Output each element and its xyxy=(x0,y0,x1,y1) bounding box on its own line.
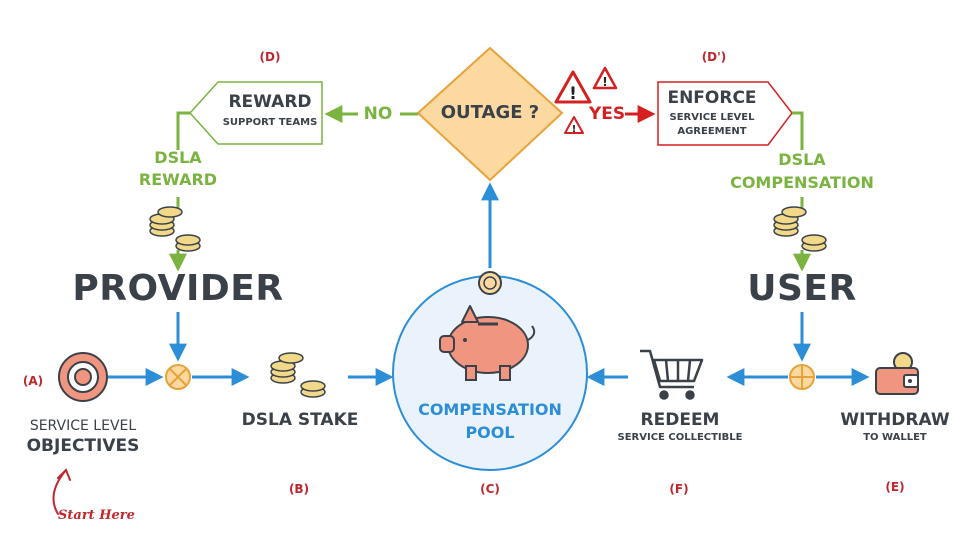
yes-label: YES xyxy=(588,104,626,124)
warning-icon: ! xyxy=(564,116,584,135)
coins-icon xyxy=(149,206,201,252)
reward-line xyxy=(176,111,190,150)
enforce-title: ENFORCE xyxy=(667,88,757,108)
dsla-reward-line1: DSLA xyxy=(154,148,202,167)
outage-diamond xyxy=(416,46,564,182)
stake-label: DSLA STAKE xyxy=(241,410,359,430)
tag-f: (F) xyxy=(669,482,689,496)
pool-line2: POOL xyxy=(465,423,515,442)
dsla-reward-line2: REWARD xyxy=(138,170,218,189)
coin-slot-icon xyxy=(478,271,502,295)
enforce-line1: SERVICE LEVEL xyxy=(669,112,755,123)
wallet-icon xyxy=(875,352,919,395)
svg-text:!: ! xyxy=(602,75,607,89)
enforce-line2: AGREEMENT xyxy=(677,126,747,137)
dsla-compensation-line2: COMPENSATION xyxy=(730,173,874,192)
warning-icon: ! xyxy=(592,66,618,90)
provider-label: PROVIDER xyxy=(72,268,284,309)
user-label: USER xyxy=(747,268,857,309)
no-label: NO xyxy=(363,104,393,124)
reward-subtitle: SUPPORT TEAMS xyxy=(222,117,318,128)
svg-text:!: ! xyxy=(569,84,577,104)
target-icon xyxy=(58,352,108,402)
piggy-bank-icon xyxy=(439,305,536,381)
pool-line1: COMPENSATION xyxy=(418,400,562,419)
outage-label: OUTAGE ? xyxy=(440,102,540,123)
tag-d-prime: (D') xyxy=(701,50,727,64)
coins-icon xyxy=(773,206,827,252)
coins-icon xyxy=(270,352,326,398)
slo-line2: OBJECTIVES xyxy=(26,436,140,456)
tag-c: (C) xyxy=(480,482,500,496)
start-here-label: Start Here xyxy=(58,508,135,523)
tag-d: (D) xyxy=(259,50,281,64)
redeem-title: REDEEM xyxy=(640,410,720,430)
reward-title: REWARD xyxy=(228,92,312,112)
withdraw-title: WITHDRAW xyxy=(840,410,950,430)
dsla-compensation-line1: DSLA xyxy=(778,150,826,169)
slo-line1: SERVICE LEVEL xyxy=(29,418,137,434)
svg-text:!: ! xyxy=(572,124,577,135)
tag-b: (B) xyxy=(288,482,310,496)
warning-icon: ! xyxy=(554,70,592,104)
merge-node-icon xyxy=(165,364,191,390)
shopping-cart-icon xyxy=(640,349,704,400)
withdraw-subtitle: TO WALLET xyxy=(863,432,927,443)
enforce-box xyxy=(657,81,793,146)
reward-box xyxy=(188,81,323,145)
tag-e: (E) xyxy=(885,480,905,494)
merge-node-icon xyxy=(789,364,815,390)
tag-a: (A) xyxy=(22,374,44,388)
compensation-line xyxy=(792,111,804,150)
start-here-arrow xyxy=(52,468,71,515)
redeem-subtitle: SERVICE COLLECTIBLE xyxy=(617,432,743,443)
